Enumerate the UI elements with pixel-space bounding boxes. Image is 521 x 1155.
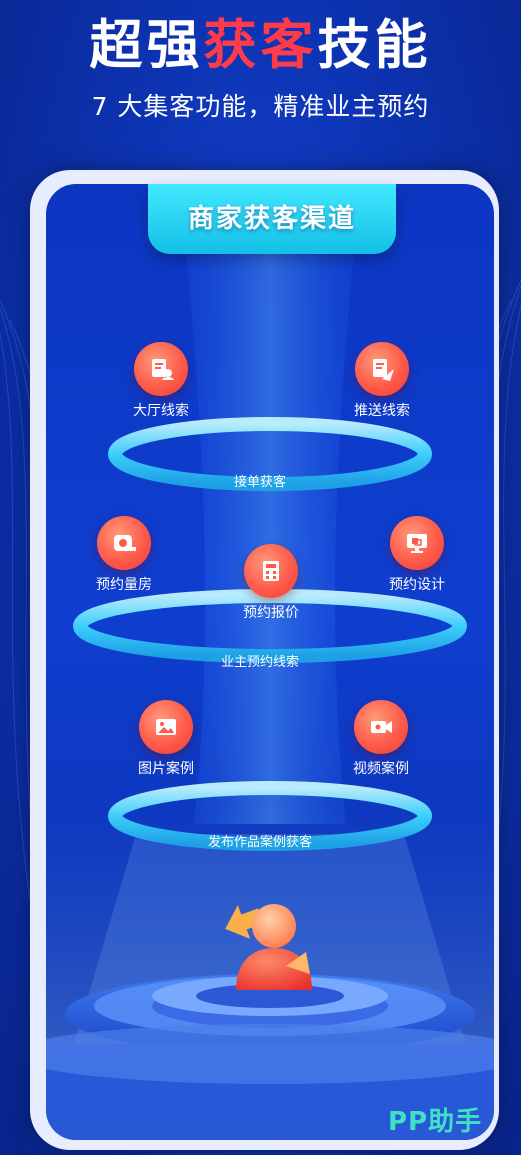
feature-label: 大厅线索 (133, 403, 189, 419)
feature-design-booking[interactable]: 预约设计 (367, 516, 467, 594)
headline-part-1: 超强 (89, 15, 204, 76)
feature-push-leads[interactable]: 推送线索 (332, 342, 432, 420)
feature-label: 推送线索 (354, 403, 410, 419)
headline: 超强获客技能 (0, 14, 521, 78)
design-screen-icon (390, 516, 444, 570)
panel-title[interactable]: 商家获客渠道 (148, 184, 396, 254)
feature-label: 视频案例 (353, 761, 409, 777)
feature-label: 预约设计 (389, 577, 445, 593)
phone-screen (46, 184, 494, 1140)
feature-label: 图片案例 (138, 761, 194, 777)
video-camera-icon (354, 700, 408, 754)
ring-label-order-acquisition: 接单获客 (233, 475, 286, 490)
customer-avatar-icon (225, 904, 312, 990)
funnel-scene (46, 254, 494, 1140)
feature-label: 预约量房 (96, 577, 152, 593)
feature-hall-leads[interactable]: 大厅线索 (111, 342, 211, 420)
calculator-icon (244, 544, 298, 598)
feature-measure-booking[interactable]: 预约量房 (74, 516, 174, 594)
feature-photo-cases[interactable]: 图片案例 (116, 700, 216, 778)
headline-highlight: 获客 (203, 15, 318, 76)
feature-label: 预约报价 (243, 605, 299, 621)
feature-quote-booking[interactable]: 预约报价 (221, 544, 321, 622)
tape-measure-icon (97, 516, 151, 570)
feature-video-cases[interactable]: 视频案例 (331, 700, 431, 778)
headline-part-2: 技能 (317, 15, 432, 76)
subheadline: 7 大集客功能，精准业主预约 (91, 92, 430, 121)
ring-label-owner-booking-leads: 业主预约线索 (220, 655, 299, 670)
hall-leads-icon (134, 342, 188, 396)
ring-label-portfolio-acquisition: 发布作品案例获客 (207, 835, 312, 850)
push-leads-icon (355, 342, 409, 396)
photo-icon (139, 700, 193, 754)
watermark-logo: PP助手 (388, 1107, 483, 1137)
